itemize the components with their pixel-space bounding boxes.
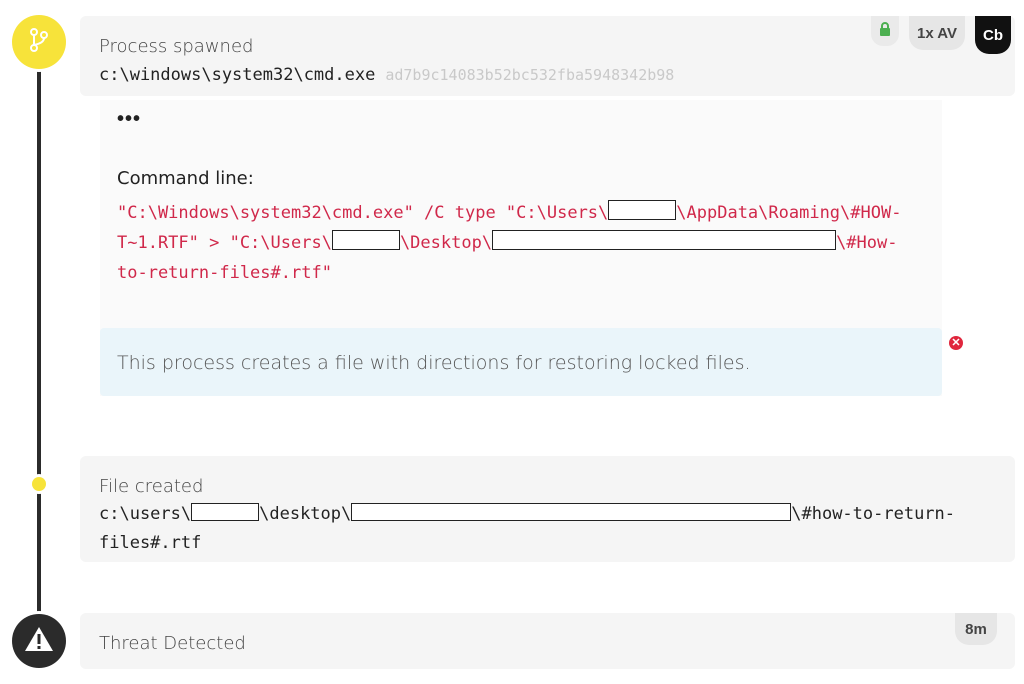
command-line-value: "C:\Windows\system32\cmd.exe" /C type "C… — [117, 198, 917, 288]
redaction-box — [608, 200, 677, 220]
command-part: \AppData\Roaming\#HOW-T~1.RTF" > "C:\Use… — [117, 203, 902, 253]
event-title: File created — [99, 476, 204, 497]
timeline-node-threat[interactable] — [12, 614, 66, 668]
lock-badge[interactable] — [871, 16, 899, 46]
info-text: This process creates a file with directi… — [117, 352, 751, 374]
command-line-label: Command line: — [117, 168, 254, 189]
event-title: Process spawned — [99, 36, 254, 57]
process-hash[interactable]: ad7b9c14083b52bc532fba5948342b98 — [385, 66, 675, 84]
redaction-box — [492, 230, 837, 250]
cb-badge[interactable]: Cb — [975, 16, 1011, 54]
path-part: \#how-to-return-files#.rtf — [99, 504, 956, 553]
command-part: "C:\Windows\system32\cmd.exe" /C type "C… — [117, 203, 609, 223]
time-badge: 8m — [955, 613, 997, 645]
file-path: c:\users\ \desktop\\#how-to-return-files#… — [99, 500, 999, 558]
event-title: Threat Detected — [99, 633, 246, 654]
process-info-note: This process creates a file with directi… — [100, 328, 942, 396]
process-path: c:\windows\system32\cmd.exe ad7b9c14083b5… — [99, 61, 674, 90]
path-part: c:\users\ — [99, 504, 192, 524]
event-card-process-spawned[interactable]: Process spawned c:\windows\system32\cmd.… — [80, 16, 1015, 96]
process-path-text: c:\windows\system32\cmd.exe — [99, 65, 376, 85]
lock-icon — [879, 21, 891, 41]
redaction-box — [331, 230, 400, 250]
more-options-button[interactable]: ••• — [117, 108, 142, 130]
close-icon[interactable]: ✕ — [949, 336, 963, 350]
warning-icon — [24, 626, 54, 657]
command-part: \Desktop\ — [399, 233, 493, 253]
timeline-node-process[interactable] — [12, 15, 66, 69]
redaction-box — [351, 503, 792, 521]
timeline-line — [37, 40, 41, 640]
command-part: \#How-to-return-files#.rtf" — [117, 233, 898, 283]
av-badge[interactable]: 1x AV — [909, 16, 965, 50]
timeline-node-file[interactable] — [32, 477, 46, 491]
branch-icon — [28, 27, 50, 58]
event-card-file-created[interactable]: File created c:\users\ \desktop\\#how-to-… — [80, 456, 1015, 562]
redaction-box — [191, 503, 260, 521]
badge-group: 1x AV Cb — [871, 16, 1011, 54]
event-card-threat-detected[interactable]: Threat Detected 8m — [80, 613, 1015, 669]
path-part: \desktop\ — [259, 504, 352, 524]
